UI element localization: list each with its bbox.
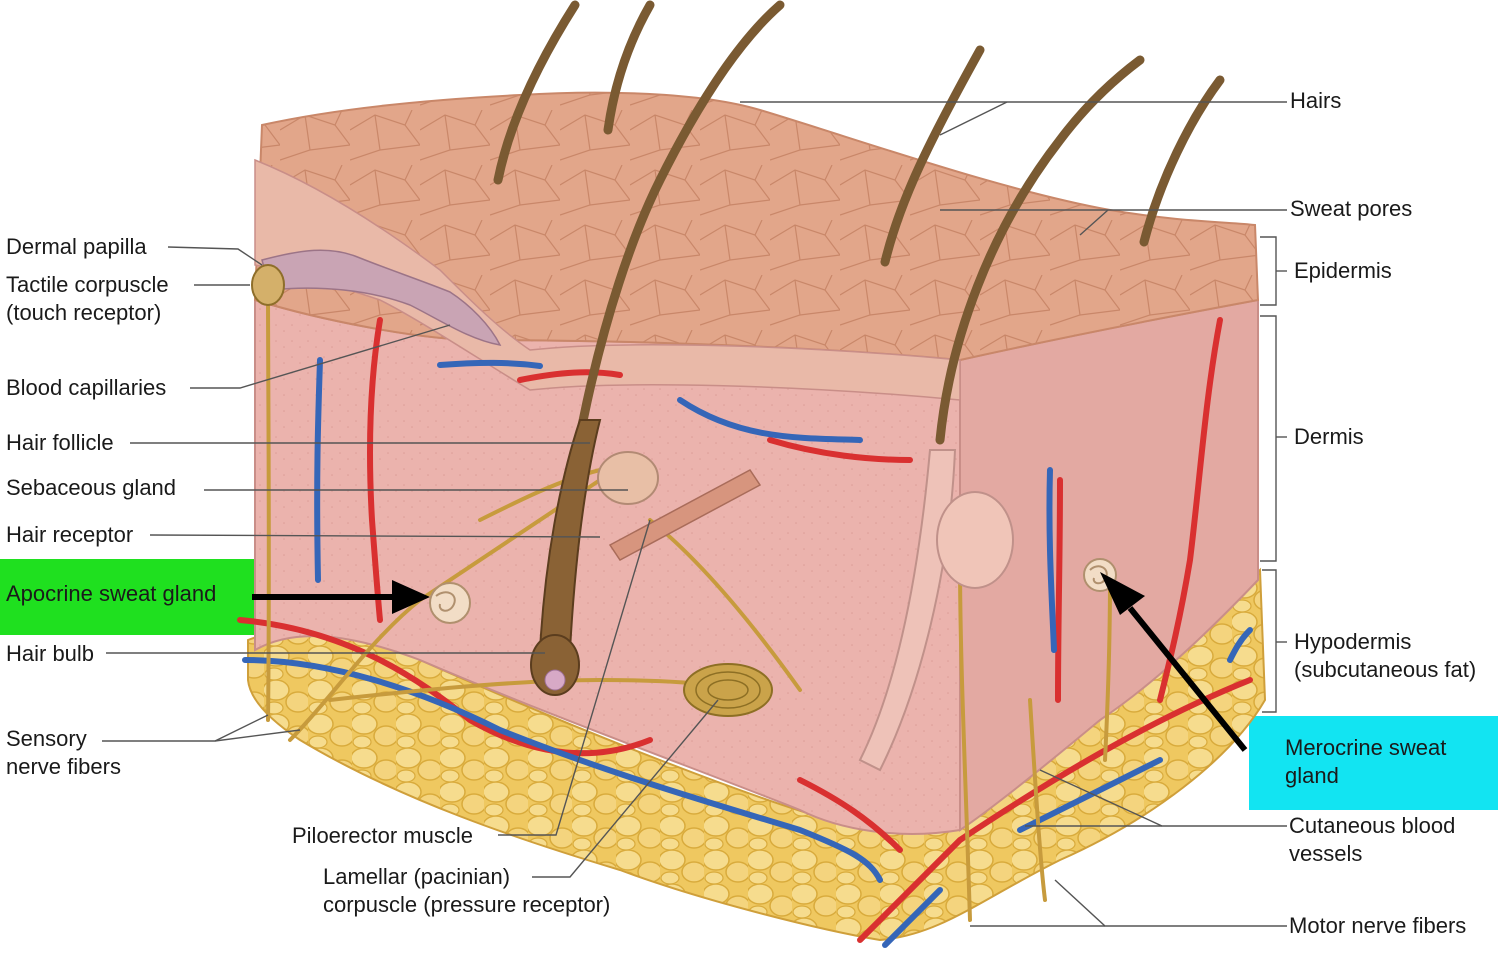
label-apocrine-sweat-gland: Apocrine sweat gland — [6, 581, 217, 606]
label-hypodermis: Hypodermis (subcutaneous fat) — [1294, 628, 1476, 684]
hair-shafts — [493, 0, 1225, 645]
lamellar-corpuscle — [683, 663, 773, 717]
label-epidermis: Epidermis — [1294, 258, 1392, 283]
label-cutaneous-line2: vessels — [1289, 841, 1363, 866]
label-dermal-papilla: Dermal papilla — [6, 234, 147, 259]
hair-follicle — [538, 419, 602, 651]
label-sebaceous-gland: Sebaceous gland — [6, 475, 177, 500]
label-hair-receptor: Hair receptor — [6, 522, 134, 547]
hypodermis-layer — [247, 567, 1267, 942]
label-merocrine-line2: gland — [1285, 763, 1339, 788]
label-lamellar-corpuscle-line2: corpuscle (pressure receptor) — [323, 892, 611, 917]
label-sensory-nerve-fibers: Sensory nerve fibers — [6, 725, 121, 781]
leader-lines — [102, 101, 1287, 927]
epidermis-top — [253, 91, 1260, 362]
tactile-corpuscle — [251, 264, 285, 306]
label-sweat-pores: Sweat pores — [1290, 196, 1413, 221]
label-dermis: Dermis — [1294, 424, 1364, 449]
label-tactile-corpuscle: Tactile corpuscle (touch receptor) — [6, 271, 169, 327]
label-cutaneous-blood-vessels: Cutaneous blood vessels — [1289, 812, 1455, 868]
merocrine-gland-coil — [1083, 558, 1117, 592]
apocrine-highlight — [0, 559, 256, 635]
label-tactile-corpuscle-line1: Tactile corpuscle — [6, 272, 169, 297]
merocrine-highlight — [1249, 716, 1498, 810]
label-hairs: Hairs — [1290, 88, 1342, 113]
peeled-epidermis — [261, 249, 502, 346]
label-blood-capillaries: Blood capillaries — [6, 375, 167, 400]
label-merocrine-line1: Merocrine sweat — [1285, 735, 1447, 760]
pointer-arrows — [252, 572, 1248, 752]
label-lamellar-corpuscle: Lamellar (pacinian) corpuscle (pressure … — [323, 863, 610, 919]
label-tactile-corpuscle-line2: (touch receptor) — [6, 300, 162, 325]
label-sensory-nerve-fibers-line2: nerve fibers — [6, 754, 121, 779]
label-hypodermis-line1: Hypodermis — [1294, 629, 1412, 654]
label-hair-bulb: Hair bulb — [6, 641, 95, 666]
veins — [242, 357, 1253, 948]
label-cutaneous-line1: Cutaneous blood — [1289, 813, 1456, 838]
label-hair-follicle: Hair follicle — [6, 430, 114, 455]
hair-bulb — [530, 634, 580, 696]
label-lamellar-corpuscle-line1: Lamellar (pacinian) — [323, 864, 511, 889]
label-merocrine-sweat-gland: Merocrine sweat gland — [1285, 734, 1446, 790]
apocrine-gland-coil — [429, 582, 471, 624]
label-piloerector-muscle: Piloerector muscle — [292, 823, 473, 848]
label-hypodermis-line2: (subcutaneous fat) — [1294, 657, 1477, 682]
piloerector-muscle — [608, 469, 762, 561]
label-motor-nerve-fibers: Motor nerve fibers — [1289, 913, 1467, 938]
label-sensory-nerve-fibers-line1: Sensory — [6, 726, 87, 751]
sebaceous-gland — [597, 451, 659, 505]
